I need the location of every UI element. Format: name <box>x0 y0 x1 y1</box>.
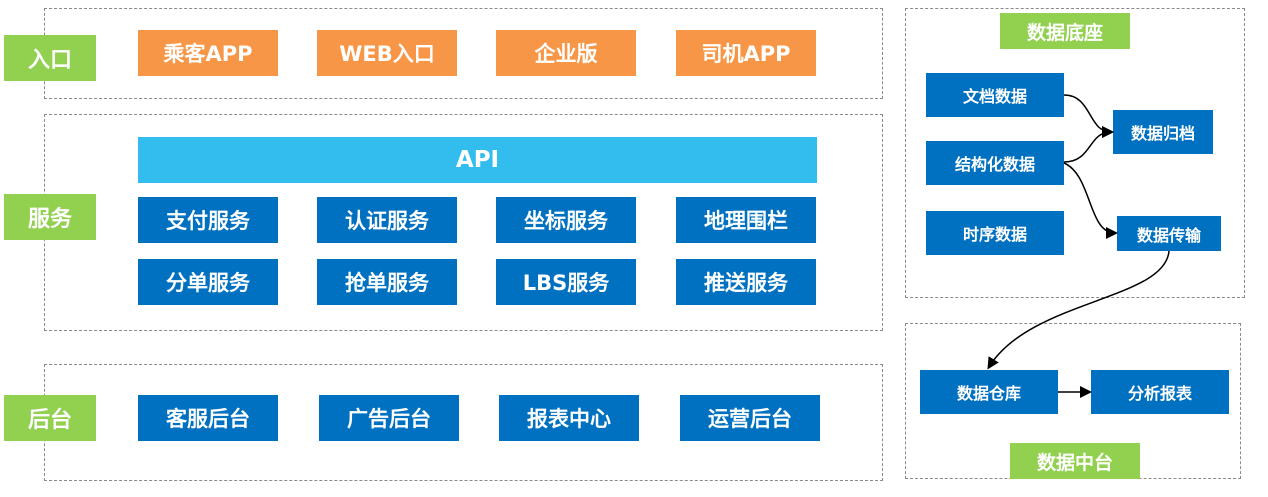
service-coordinate: 坐标服务 <box>496 197 636 243</box>
entry-layer-label: 入口 <box>4 35 96 81</box>
structured-data: 结构化数据 <box>926 141 1064 185</box>
timeseries-data: 时序数据 <box>926 211 1064 255</box>
entry-enterprise: 企业版 <box>496 30 636 76</box>
backend-report-center: 报表中心 <box>499 395 639 441</box>
service-grab-order: 抢单服务 <box>317 259 457 305</box>
data-base-title: 数据底座 <box>1000 13 1130 49</box>
arrow-structured-to-archive <box>1063 126 1114 163</box>
api-bar: API <box>138 137 817 183</box>
service-geofence: 地理围栏 <box>676 197 816 243</box>
service-payment: 支付服务 <box>138 197 278 243</box>
service-push: 推送服务 <box>676 259 816 305</box>
service-layer-label: 服务 <box>4 194 96 240</box>
arrow-transfer-to-warehouse <box>987 250 1170 370</box>
arrow-structured-to-transfer <box>1063 162 1118 239</box>
service-lbs: LBS服务 <box>496 259 636 305</box>
data-transfer: 数据传输 <box>1117 216 1221 251</box>
data-middle-title: 数据中台 <box>1010 443 1140 479</box>
analysis-report: 分析报表 <box>1091 370 1229 414</box>
arrow-doc-to-archive <box>1063 94 1114 138</box>
entry-passenger-app: 乘客APP <box>138 30 278 76</box>
entry-web: WEB入口 <box>317 30 457 76</box>
entry-driver-app: 司机APP <box>676 30 816 76</box>
data-archive: 数据归档 <box>1113 110 1213 154</box>
backend-ads: 广告后台 <box>319 395 459 441</box>
service-auth: 认证服务 <box>317 197 457 243</box>
service-dispatch: 分单服务 <box>138 259 278 305</box>
backend-layer-label: 后台 <box>4 395 96 441</box>
data-base-frame <box>905 8 1245 298</box>
doc-data: 文档数据 <box>926 73 1064 117</box>
backend-operations: 运营后台 <box>680 395 820 441</box>
backend-customer-service: 客服后台 <box>138 395 278 441</box>
data-warehouse: 数据仓库 <box>920 370 1058 414</box>
